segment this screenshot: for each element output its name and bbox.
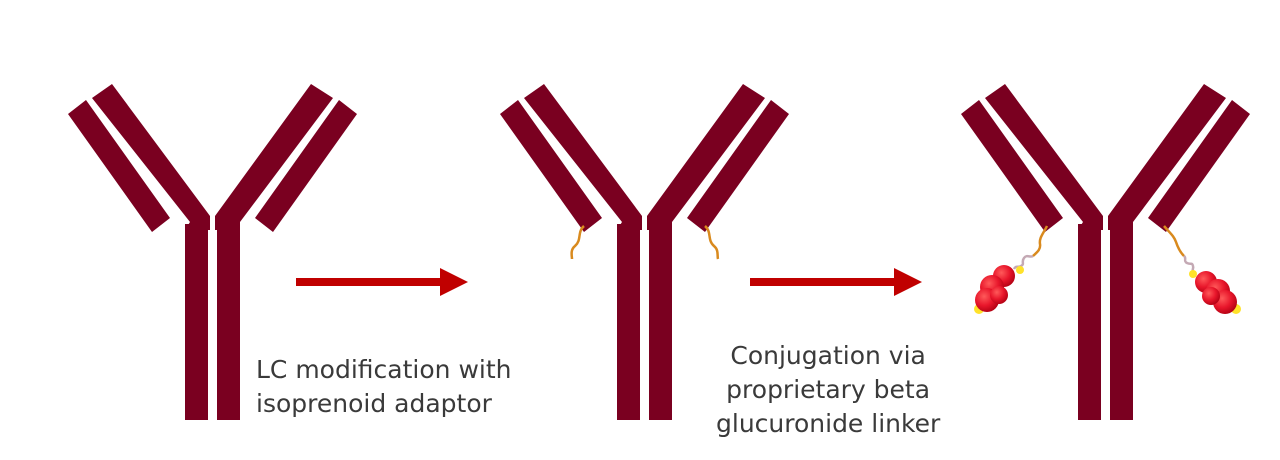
isoprenoid-adaptor-left xyxy=(1032,225,1049,257)
isoprenoid-adaptor-left xyxy=(570,225,585,260)
step-2-label: Conjugation via proprietary beta glucuro… xyxy=(716,339,940,441)
glucuronide-linker-left xyxy=(1012,254,1034,270)
payload-left xyxy=(974,265,1024,314)
payload-right xyxy=(1189,270,1241,314)
step-2-label-line-1: Conjugation via xyxy=(730,341,926,370)
step-1-label-line-2: isoprenoid adaptor xyxy=(256,389,492,418)
antibody-3 xyxy=(961,84,1250,420)
step-2-label-line-2: proprietary beta xyxy=(726,375,931,404)
step-1-label-line-1: LC modification with xyxy=(256,355,512,384)
step-1-label: LC modification with isoprenoid adaptor xyxy=(256,353,511,421)
arrow-step-2 xyxy=(750,268,922,296)
glucuronide-linker-right xyxy=(1183,254,1195,274)
isoprenoid-adaptor-right xyxy=(1163,225,1185,257)
isoprenoid-adaptor-right xyxy=(704,225,720,260)
antibody-2 xyxy=(500,84,789,420)
arrow-step-1 xyxy=(296,268,468,296)
step-2-label-line-3: glucuronide linker xyxy=(716,409,941,438)
